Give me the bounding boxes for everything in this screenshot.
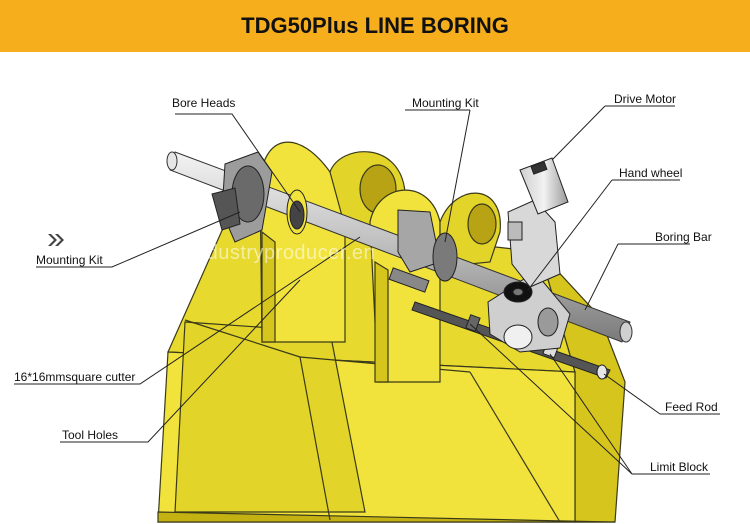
label-tool-holes: Tool Holes xyxy=(62,428,119,442)
label-bore-heads: Bore Heads xyxy=(172,96,236,110)
title-bar: TDG50Plus LINE BORING xyxy=(0,0,750,52)
chevron-right-icon xyxy=(48,234,64,246)
label-drive-motor: Drive Motor xyxy=(614,92,677,106)
label-feed-rod: Feed Rod xyxy=(665,400,718,414)
bucket-lip xyxy=(157,511,615,523)
label-hand-wheel: Hand wheel xyxy=(619,166,683,180)
watermark: industryproducer.en xyxy=(190,242,376,264)
label-mounting-kit-top: Mounting Kit xyxy=(412,96,479,110)
mounting-kit-left xyxy=(211,187,241,231)
leader-lines xyxy=(14,105,720,475)
page-title: TDG50Plus LINE BORING xyxy=(241,13,509,38)
label-mounting-kit-left: Mounting Kit xyxy=(36,253,103,267)
label-square-cutter: 16*16mmsquare cutter xyxy=(14,370,136,384)
label-limit-block: Limit Block xyxy=(650,460,709,474)
label-boring-bar: Boring Bar xyxy=(655,230,712,244)
boring-diagram xyxy=(14,105,720,523)
bore-head-2 xyxy=(388,209,458,293)
diagram-stage: industryproducer.en Bore Heads Mounting … xyxy=(0,52,750,524)
